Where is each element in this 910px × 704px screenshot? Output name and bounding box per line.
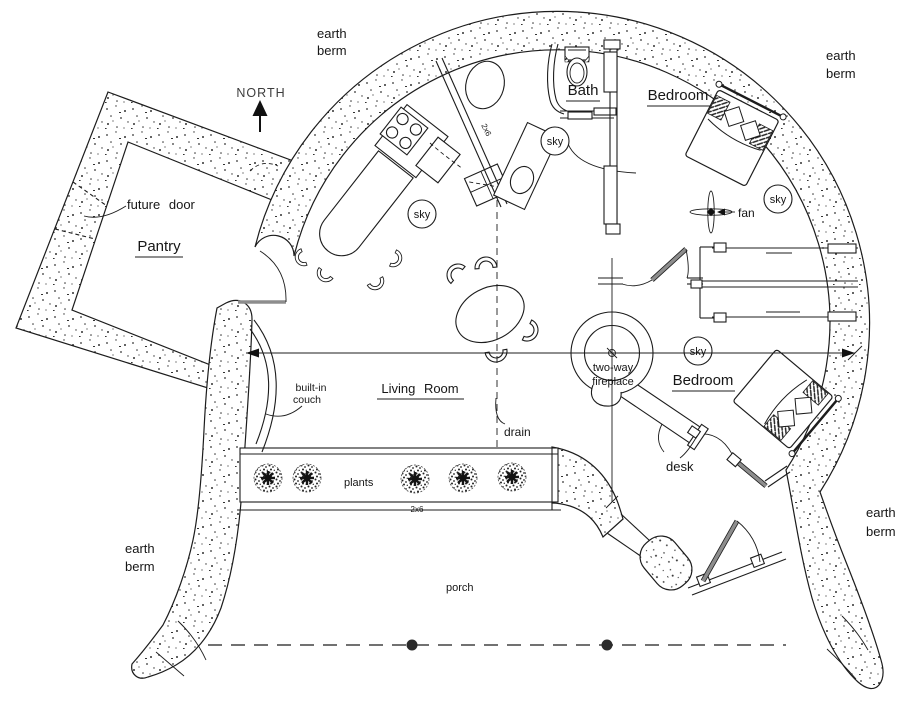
porch-line: [208, 639, 786, 651]
label-sky-kitchen: sky: [414, 209, 431, 221]
label-bedroom-2: Bedroom: [673, 372, 734, 389]
porch-post: [601, 639, 613, 651]
wall-step-mark: [177, 620, 207, 661]
label-living-room: Living Room: [381, 381, 458, 396]
label-2x6-planter: 2x6: [411, 505, 424, 514]
skylight-circle: [407, 199, 437, 229]
desk-leader: [679, 435, 698, 459]
kitchen-counter: [415, 136, 461, 184]
label-sky-bath: sky: [547, 136, 564, 148]
stove: [379, 106, 429, 156]
label-drain: drain: [504, 425, 531, 439]
south-entry-door: [695, 519, 766, 588]
door-swing-arc: [259, 250, 287, 303]
kitchen: [292, 103, 511, 294]
future-door-leader: [83, 205, 127, 218]
dining-area: [441, 255, 543, 365]
plant: [399, 463, 431, 495]
south-wall-segment: [639, 535, 693, 591]
svg-text:couch: couch: [293, 394, 321, 406]
label-porch: porch: [446, 582, 474, 594]
porch-post: [406, 639, 418, 651]
shower-partition: [547, 43, 565, 115]
bath-partition-2x6: [435, 60, 502, 208]
wall-step-mark: [826, 648, 857, 680]
planter-box: [237, 447, 561, 511]
fan-arrow: [717, 208, 725, 216]
label-2x6-wall: 2x6: [479, 122, 493, 138]
door-swing-arc: [736, 520, 761, 563]
drain-leader: [495, 397, 506, 425]
west-entry-door: [238, 162, 287, 304]
labels: earth berm earth berm earth berm earth b…: [125, 26, 896, 594]
svg-text:fireplace: fireplace: [592, 376, 634, 388]
closet: [690, 242, 858, 323]
dining-table: [455, 284, 525, 344]
stool: [366, 276, 388, 294]
label-earth-berm-bottom-right: earth: [866, 505, 896, 520]
plant: [252, 462, 284, 494]
skylight-circle: [540, 126, 570, 156]
couch-leader: [265, 405, 303, 417]
skylights: [407, 126, 793, 366]
door-swing-arc: [621, 279, 653, 287]
label-bedroom-1: Bedroom: [648, 87, 709, 104]
bedroom2-entry: [700, 433, 791, 488]
kitchen-peninsula: [319, 150, 414, 257]
toilet: [564, 46, 590, 87]
label-earth-berm-bottom-left: earth: [125, 541, 155, 556]
south-interior-wall: [551, 446, 787, 596]
wall-step-mark: [155, 651, 185, 677]
label-earth-berm-top-right: earth: [826, 48, 856, 63]
skylight-circle: [683, 336, 713, 366]
counter-dashed-line: [429, 142, 464, 170]
built-in-couch: [249, 319, 277, 453]
label-sky-bedroom2: sky: [690, 346, 707, 358]
dimension-lines: [246, 200, 863, 509]
label-built-in-couch: built-in: [296, 382, 327, 394]
svg-text:berm: berm: [866, 524, 896, 539]
svg-text:berm: berm: [317, 43, 347, 58]
dining-chair: [521, 319, 543, 346]
label-north: NORTH: [236, 86, 285, 100]
stool: [389, 249, 405, 270]
leaders: [83, 205, 698, 459]
label-desk: desk: [666, 459, 694, 474]
bedroom1-entry: [598, 247, 703, 287]
label-fireplace: two-way: [593, 362, 634, 374]
dining-chair: [441, 258, 466, 284]
label-plants: plants: [344, 477, 374, 489]
north-arrow: [252, 100, 268, 132]
plant: [447, 462, 479, 494]
label-future-door: future door: [127, 197, 196, 212]
bathtub: [465, 60, 505, 110]
label-earth-berm-top-left: earth: [317, 26, 347, 41]
skylight-circle: [763, 184, 793, 214]
stool: [313, 267, 334, 286]
ceiling-fan: [689, 190, 735, 234]
label-pantry: Pantry: [137, 238, 181, 255]
svg-text:berm: berm: [125, 559, 155, 574]
desk-chair: [658, 423, 665, 453]
label-fan: fan: [738, 206, 755, 220]
outer-wall: [254, 10, 884, 690]
door-swing-arc: [566, 140, 637, 174]
svg-text:berm: berm: [826, 66, 856, 81]
plant: [496, 461, 528, 493]
bath: [435, 39, 637, 235]
label-sky-bedroom1: sky: [770, 194, 787, 206]
dining-chair: [473, 255, 498, 270]
sink: [509, 165, 535, 195]
plant: [291, 462, 323, 494]
label-bath: Bath: [568, 82, 599, 99]
west-wall: [131, 299, 253, 679]
bedroom-1: [598, 78, 789, 287]
wall-step-mark: [841, 615, 869, 651]
